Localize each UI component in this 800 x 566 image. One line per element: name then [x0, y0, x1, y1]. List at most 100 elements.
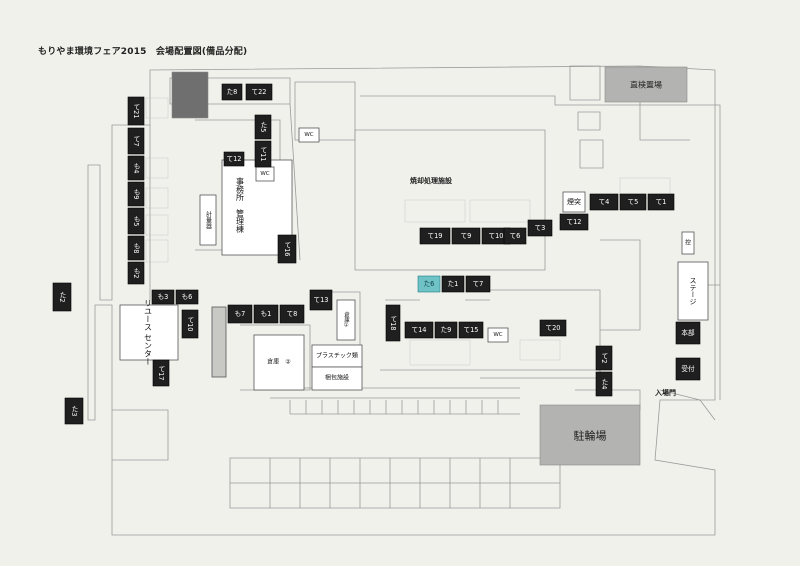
booth-te5: て5: [619, 193, 647, 211]
booth-layer: た8 て22 て21 て7 も4 も9 も5 も8 も2 た5 て11 て12 て16 も3 も6 た2 て10…: [52, 83, 701, 425]
booth-mo6: も6: [175, 289, 199, 305]
booth-box: [127, 261, 145, 285]
booth-mo5: も5: [127, 207, 145, 235]
booth-label: て7: [473, 280, 484, 288]
wc-icon: WC: [493, 332, 502, 338]
booth-te22: て22: [245, 83, 273, 101]
booth-label: て6: [510, 232, 521, 240]
booth-label: て12: [567, 218, 582, 226]
booth-label: て19: [428, 232, 443, 240]
booth-label: た4: [600, 378, 608, 389]
wc-zone-1: WC: [255, 166, 275, 182]
booth-box: [127, 155, 145, 181]
booth-box: [385, 304, 401, 342]
warehouse-1: 倉庫①: [336, 299, 356, 341]
bicycle-parking-label: 駐輪場: [574, 429, 607, 443]
booth-box: [52, 282, 72, 312]
booth-te3: て3: [527, 219, 553, 237]
booth-te10: て10: [181, 309, 199, 339]
booth-box: [277, 234, 297, 264]
booth-box: [458, 321, 484, 339]
booth-label: た3: [70, 405, 78, 416]
note-blocks: [145, 97, 671, 366]
booth-label: て18: [389, 316, 397, 331]
booth-box: [441, 275, 465, 293]
stage-zone: ステージ: [677, 261, 709, 321]
booth-te21: て21: [127, 96, 145, 126]
booth-box: [254, 140, 272, 168]
booth-box: [527, 219, 553, 237]
booth-label: も9: [132, 188, 140, 199]
booth-label: て8: [287, 310, 298, 318]
warehouse-1-label: 倉庫①: [343, 310, 350, 328]
booth-label: も8: [132, 242, 140, 253]
booth-label: て3: [535, 224, 546, 232]
booth-box: [619, 193, 647, 211]
booth-box: [152, 359, 170, 387]
warehouse-2-label: 倉庫 ②: [267, 358, 291, 366]
waiting-zone-label: 控: [685, 239, 691, 247]
booth-label: も3: [158, 293, 169, 301]
booth-te11: て11: [254, 140, 272, 168]
booth-label: た9: [441, 326, 452, 334]
booth-te1: て1: [647, 193, 675, 211]
booth-mo3: も3: [151, 289, 175, 305]
booth-box: [503, 227, 527, 245]
booth-label: て11: [259, 147, 267, 162]
booth-ta2: た2: [52, 282, 72, 312]
reuse-center-label: リユース センター: [144, 299, 153, 366]
booth-label: 受付: [681, 364, 695, 373]
booth-box: [221, 83, 243, 101]
booth-label: て12: [227, 155, 242, 163]
booth-label: て17: [157, 366, 165, 381]
booth-label: て9: [461, 232, 472, 240]
gray-block-top-left: [171, 71, 209, 119]
booth-ta8: た8: [221, 83, 243, 101]
packing-zone: 梱包施設: [311, 366, 363, 391]
booth-box: [434, 321, 458, 339]
wc-zone-2: WC: [298, 127, 320, 143]
booth-box: [309, 289, 333, 311]
stage-zone-label: ステージ: [689, 277, 697, 305]
booth-te12r: て12: [559, 213, 589, 231]
booth-te19: て19: [419, 227, 451, 245]
booth-te7c: て7: [465, 275, 491, 293]
booth-label: て16: [283, 242, 291, 257]
booth-box: [451, 227, 481, 245]
chimney-zone: 煙突: [562, 191, 586, 213]
booth-box: [279, 304, 305, 324]
booth-te15: て15: [458, 321, 484, 339]
booth-te6: て6: [503, 227, 527, 245]
booth-te14: て14: [404, 321, 434, 339]
bicycle-parking-area: 駐輪場: [539, 404, 641, 466]
booth-label: て4: [599, 198, 610, 206]
booth-box: [175, 289, 199, 305]
booth-mo2: も2: [127, 261, 145, 285]
booth-label: た1: [448, 280, 459, 288]
booth-te17: て17: [152, 359, 170, 387]
plastic-zone-label: プラスチック類: [316, 352, 358, 360]
booth-box: [64, 397, 84, 425]
reuse-center: リユース センター: [119, 299, 179, 366]
booth-box: [559, 213, 589, 231]
booth-label: も2: [132, 267, 140, 278]
booth-box: [127, 181, 145, 207]
booth-label: も4: [132, 162, 140, 173]
booth-mo1: も1: [253, 304, 279, 324]
booth-box: [465, 275, 491, 293]
booth-ta3: た3: [64, 397, 84, 425]
booth-label: て15: [464, 326, 479, 334]
booth-box: [675, 357, 701, 381]
packing-zone-label: 梱包施設: [325, 374, 349, 382]
booth-label: て22: [252, 88, 267, 96]
booth-box: [245, 83, 273, 101]
admin-building-label: 事務所 管理棟: [236, 176, 245, 234]
booth-box: [589, 193, 619, 211]
booth-box: [419, 227, 451, 245]
booth-label: て7: [132, 136, 140, 147]
toilet-post: [211, 306, 227, 378]
booth-uketsuke: 受付: [675, 357, 701, 381]
booth-box: [539, 319, 567, 337]
booth-label: た5: [259, 121, 267, 132]
